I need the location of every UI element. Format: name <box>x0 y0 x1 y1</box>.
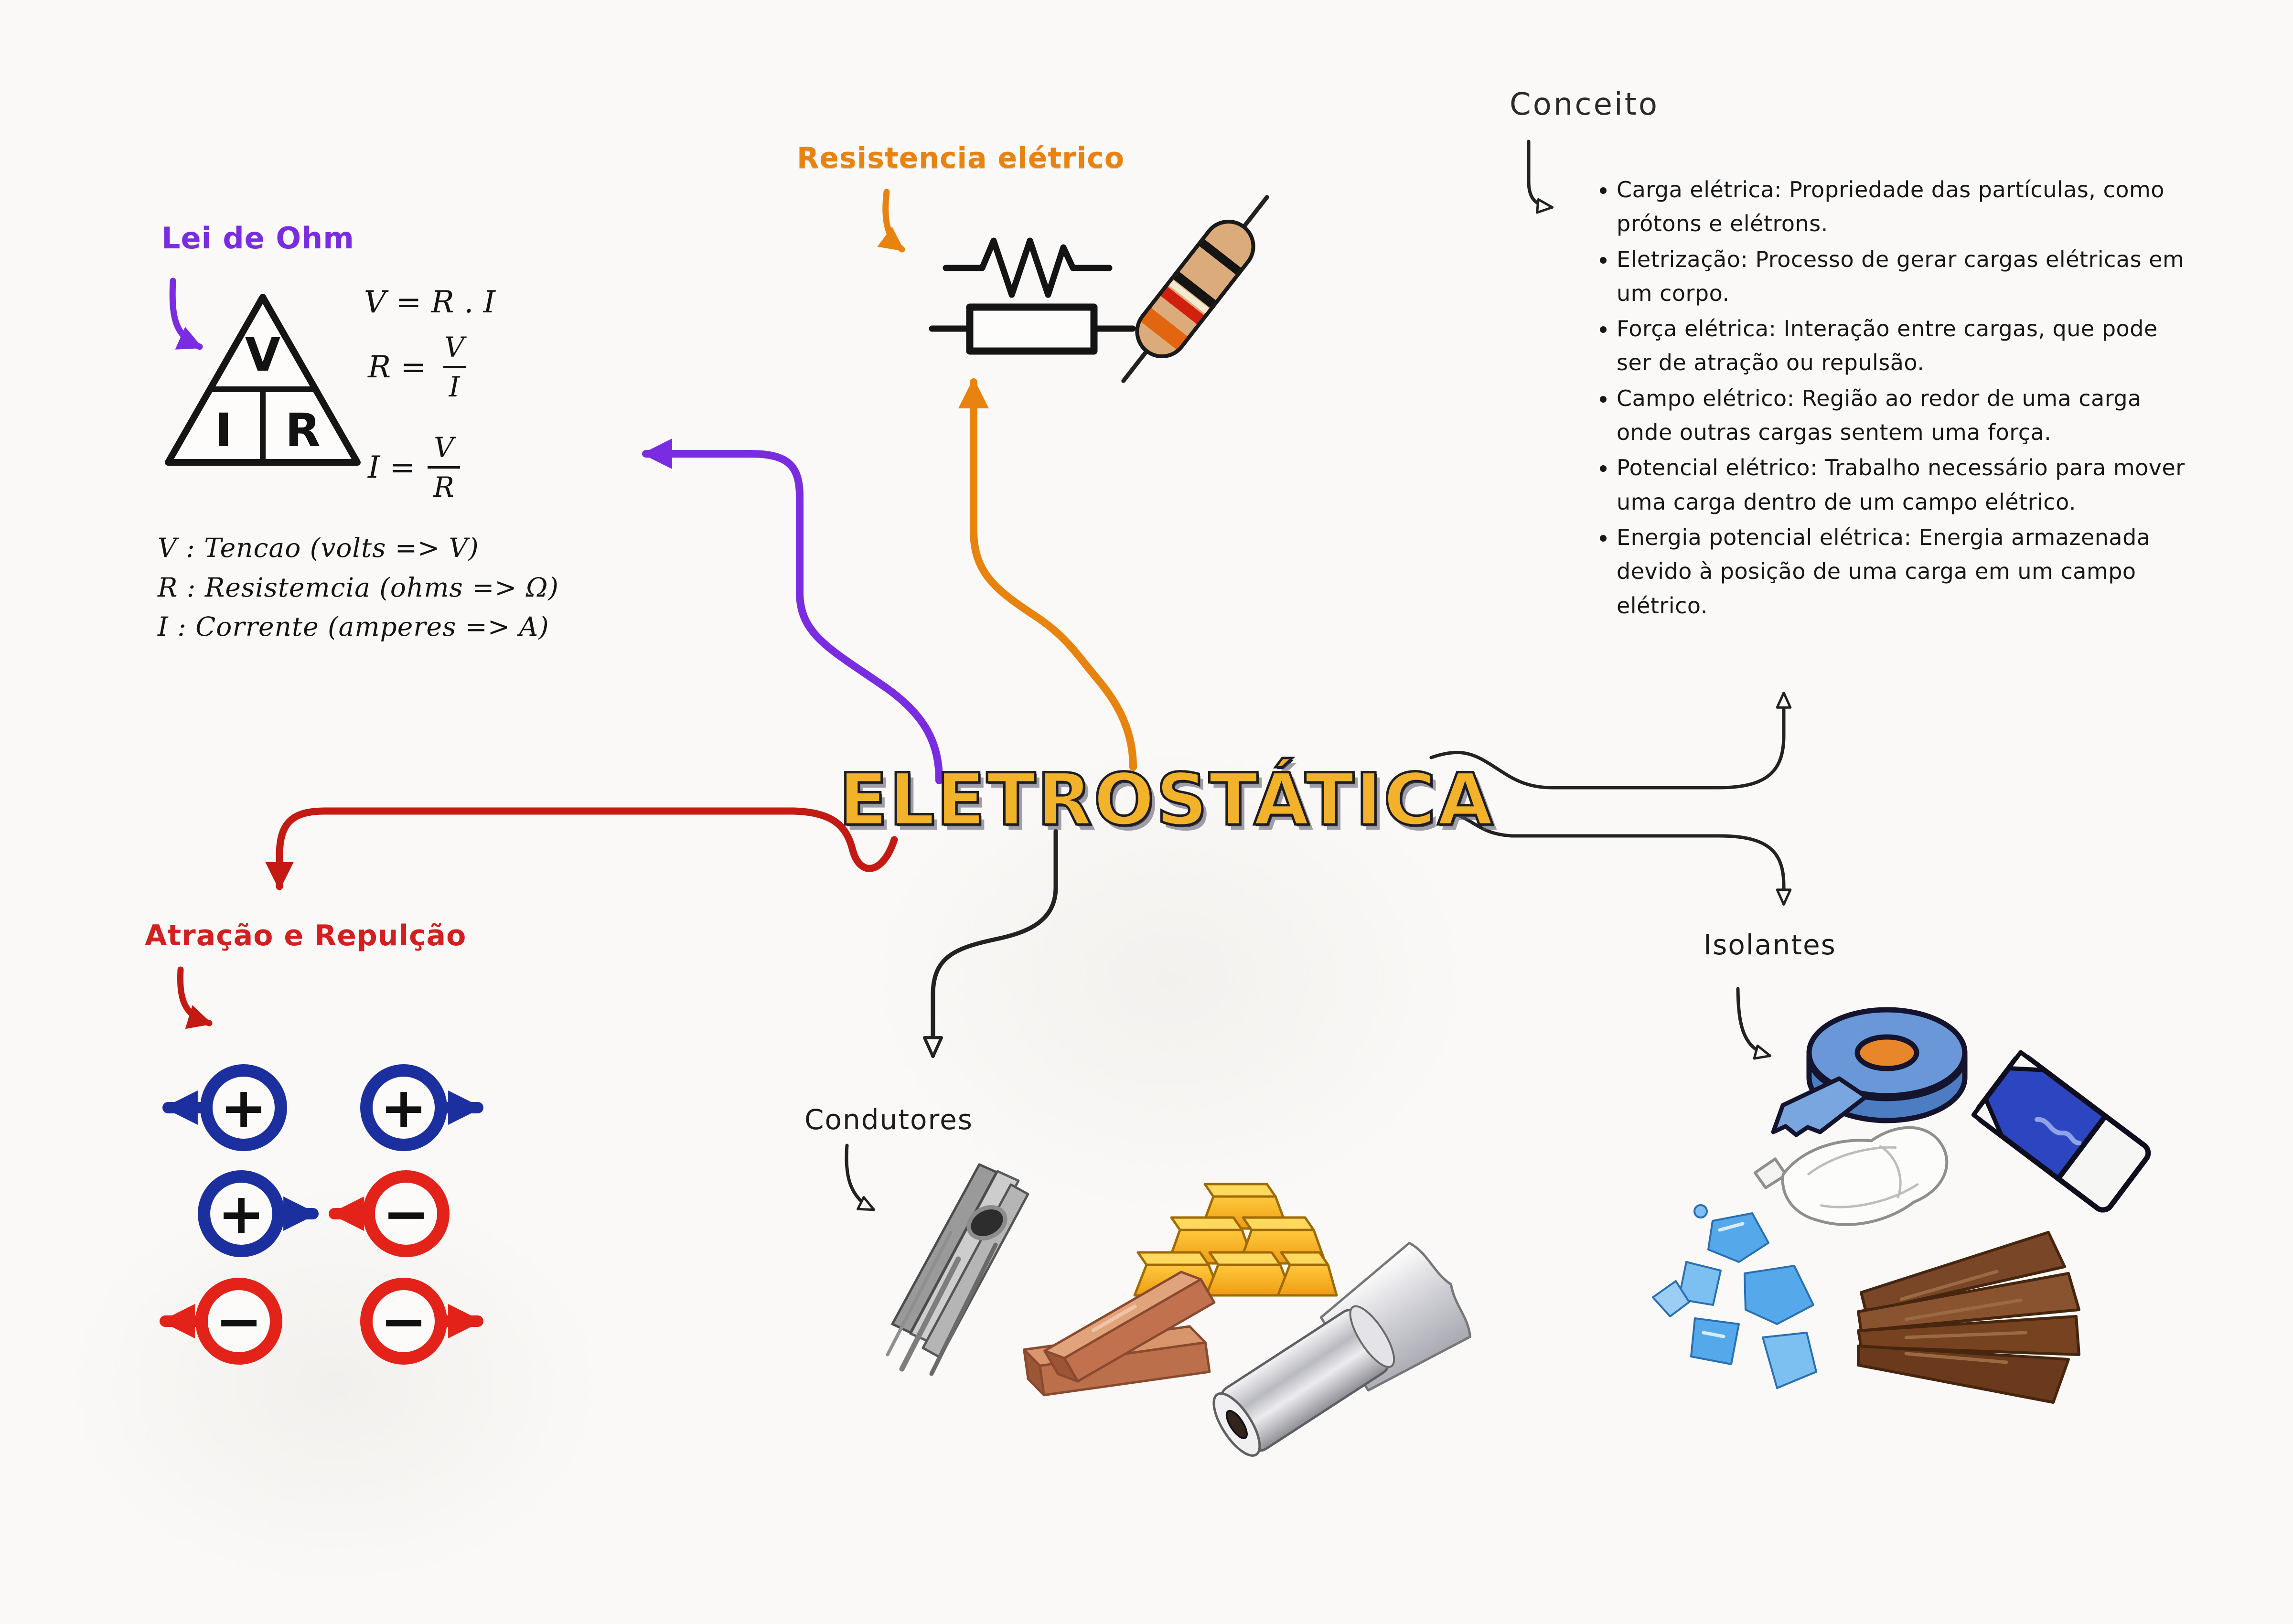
copper-ingots-icon <box>1023 1271 1216 1397</box>
formula-lhs: R = <box>368 349 427 385</box>
charge-sign: − <box>383 1181 430 1247</box>
steel-profiles-icon <box>886 1163 1029 1376</box>
fraction: V I <box>439 333 470 401</box>
connector-ink-insulators <box>1451 811 1792 906</box>
fraction-denominator: R <box>428 466 460 501</box>
fraction-numerator: V <box>434 431 454 464</box>
adhesive-tape-icon <box>1771 1007 1968 1137</box>
concept-item: Energia potencial elétrica: Energia arma… <box>1617 521 2190 623</box>
connector-red-attraction <box>265 807 898 891</box>
resistor-component-icon <box>1121 195 1269 383</box>
gold-bars-icon <box>1133 1183 1338 1297</box>
page-title: ELETROSTÁTICA <box>837 758 1495 843</box>
ohm-formula-3: I = V R <box>368 434 460 501</box>
concept-item: Potencial elétrico: Trabalho necessário … <box>1617 451 2190 519</box>
resistor-zigzag-icon <box>943 237 1113 298</box>
concept-list: Carga elétrica: Propriedade das partícul… <box>1587 173 2190 624</box>
resistor-box-icon <box>929 303 1136 355</box>
fraction: V R <box>428 434 460 501</box>
fraction-denominator: I <box>443 366 466 401</box>
ohm-triangle-icon: V I R <box>165 294 361 466</box>
concept-hook-arrow <box>1527 139 1554 214</box>
concept-item: Campo elétrico: Região ao redor de uma c… <box>1617 382 2190 450</box>
charge-sign: − <box>215 1288 263 1354</box>
ohm-formula-1: V = R . I <box>364 285 495 320</box>
plastic-bottle-icon <box>1753 1126 1949 1226</box>
resistance-title: Resistencia elétrico <box>797 141 1125 175</box>
ohm-definition-i: I : Corrente (amperes => A) <box>158 611 549 642</box>
attraction-title: Atração e Repulção <box>145 919 467 952</box>
ohm-definition-v: V : Tencao (volts => V) <box>158 533 479 563</box>
conductors-title: Condutores <box>804 1103 974 1136</box>
insulators-hook-arrow <box>1736 987 1771 1060</box>
charge-sign: + <box>218 1181 265 1247</box>
triangle-letter-i: I <box>215 404 232 457</box>
ohm-hook-arrow <box>169 278 203 350</box>
formula-lhs: I = <box>368 449 416 485</box>
connector-ink-concept <box>1429 691 1792 790</box>
eraser-icon <box>1971 1050 2151 1213</box>
broken-glass-icon <box>1652 1204 1817 1389</box>
charge-pair-attraction: + − <box>198 1170 450 1257</box>
connector-purple-ohm <box>642 438 943 784</box>
connector-ink-conductors <box>922 829 1058 1058</box>
fraction-numerator: V <box>444 331 465 363</box>
charge-pair-repulsion-negative: − − <box>160 1278 483 1365</box>
charge-pair-repulsion-positive: + + <box>162 1064 483 1151</box>
formula-text: V = R . I <box>364 285 496 320</box>
concept-item: Força elétrica: Interação entre cargas, … <box>1617 312 2190 380</box>
resistance-hook-arrow <box>877 189 905 253</box>
ohm-definition-r: R : Resistemcia (ohms => Ω) <box>158 572 559 603</box>
conductors-hook-arrow <box>845 1143 875 1211</box>
insulators-title: Isolantes <box>1704 929 1836 961</box>
attraction-hook-arrow <box>177 966 213 1029</box>
connector-orange-resistance <box>958 378 1137 771</box>
ohm-formula-2: R = V I <box>368 333 470 401</box>
triangle-letter-v: V <box>245 328 280 382</box>
aluminum-foil-icon <box>1212 1241 1472 1457</box>
charge-sign: + <box>220 1075 268 1141</box>
ohm-title: Lei de Ohm <box>161 221 354 256</box>
ohm-definitions: V : Tencao (volts => V) R : Resistemcia … <box>158 528 559 647</box>
triangle-letter-r: R <box>285 404 321 457</box>
concept-item: Carga elétrica: Propriedade das partícul… <box>1617 173 2190 241</box>
wood-planks-icon <box>1857 1231 2080 1404</box>
concept-item: Eletrização: Processo de gerar cargas el… <box>1617 243 2190 311</box>
charge-sign: + <box>380 1075 428 1141</box>
charge-sign: − <box>380 1288 428 1354</box>
concept-title: Conceito <box>1510 87 1659 122</box>
